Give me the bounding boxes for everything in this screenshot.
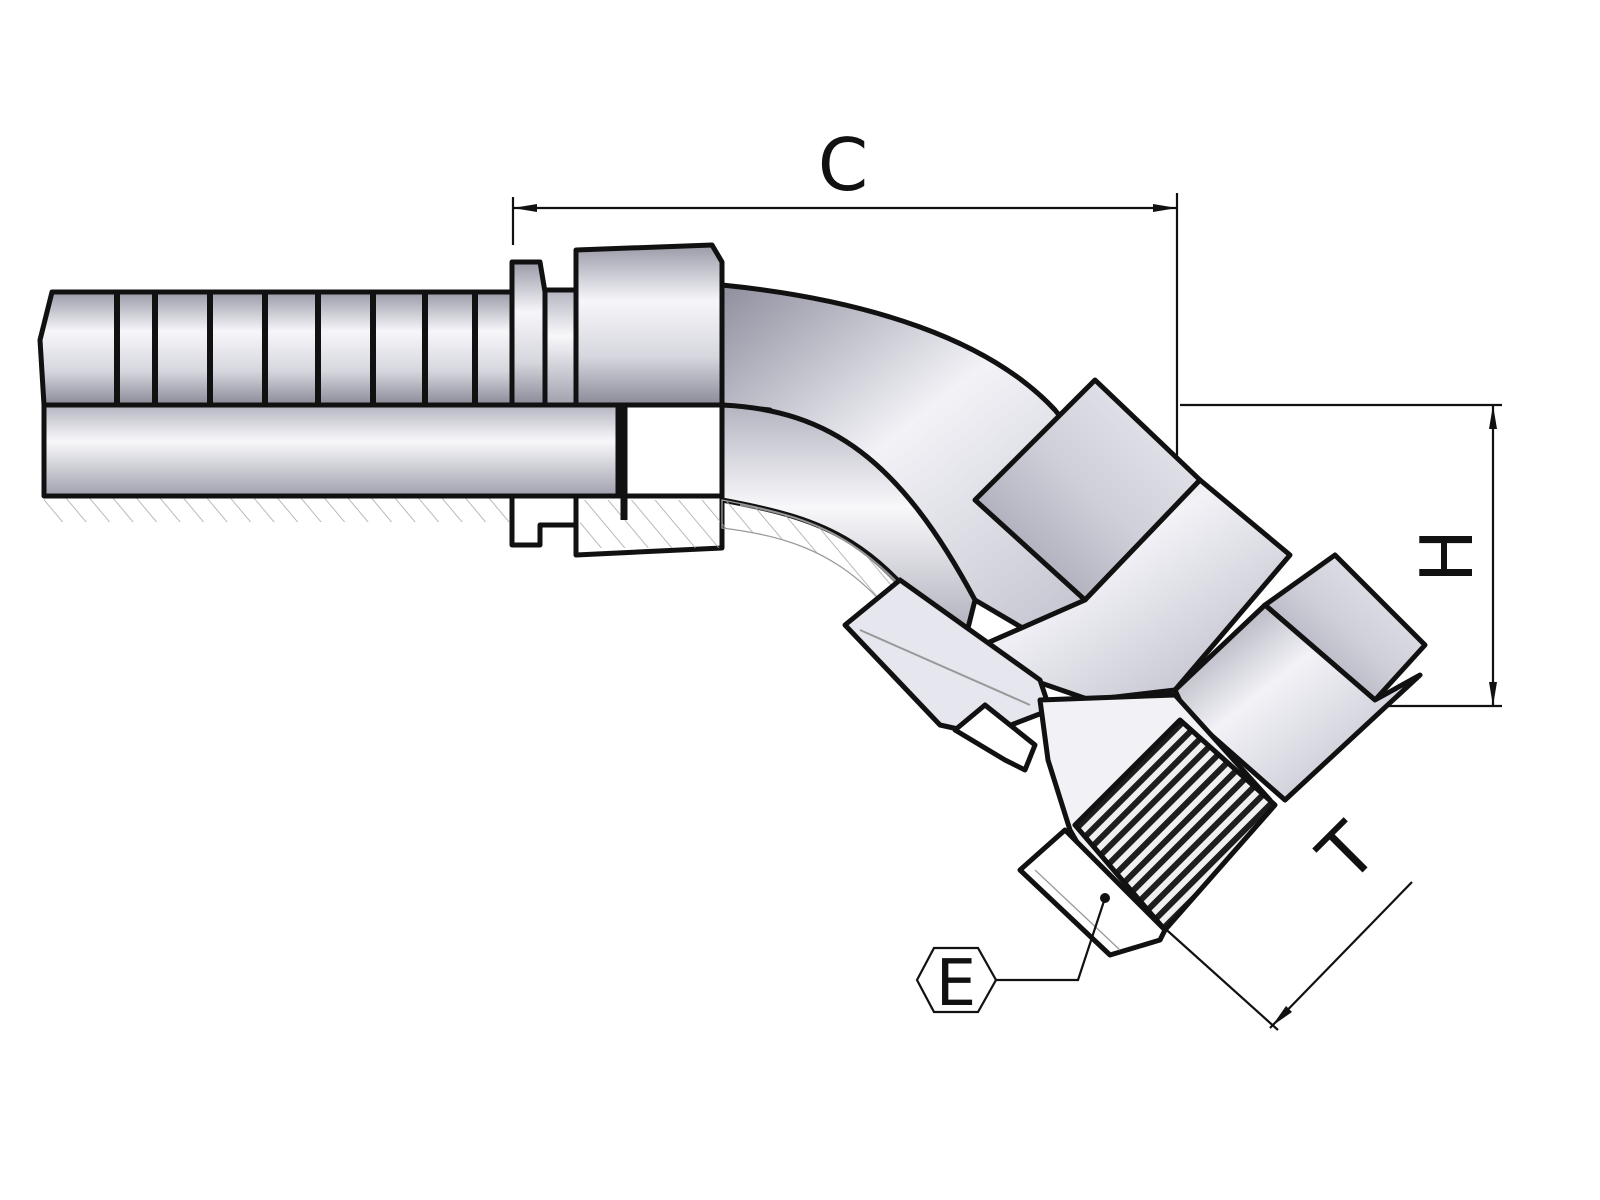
dimension-h: H: [1180, 403, 1502, 708]
callout-e-label: E: [936, 947, 976, 1021]
swivel-hex-upper: [842, 377, 1293, 738]
dimension-c-label: C: [818, 123, 868, 207]
dimension-c: C: [511, 123, 1179, 705]
callout-e: E: [915, 893, 1110, 1021]
dimension-h-label: H: [1405, 529, 1489, 583]
barb-rings: [114, 290, 478, 405]
dimension-t-label: T: [1301, 806, 1393, 898]
ferrule-nut: [573, 242, 725, 558]
hose-tail: [37, 259, 624, 548]
threaded-end: [952, 702, 1278, 958]
